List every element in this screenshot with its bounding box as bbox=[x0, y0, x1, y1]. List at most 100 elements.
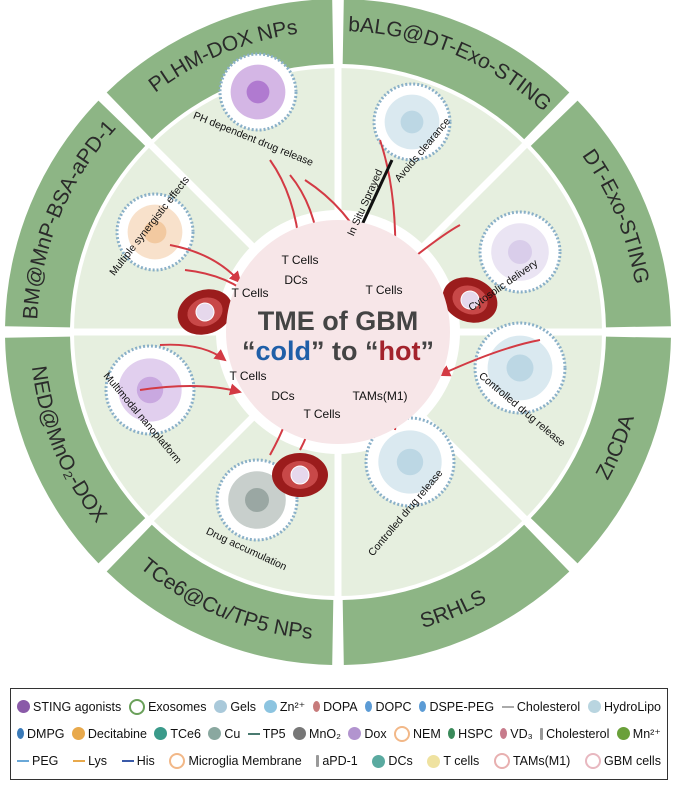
legend-item: HydroLipo bbox=[588, 700, 661, 714]
dc-icon bbox=[372, 754, 386, 768]
legend-row: PEG Lys His Microglia Membrane aPD-1 DCs T cel… bbox=[17, 753, 661, 770]
srhls-gel-illustration bbox=[364, 416, 456, 508]
plhm-dox-nanoparticle-illustration bbox=[218, 52, 298, 132]
lys-icon bbox=[73, 760, 86, 763]
ring-segment bbox=[106, 524, 334, 665]
legend-label: Zn²⁺ bbox=[279, 700, 306, 715]
bm-mnp-nanoparticle-illustration bbox=[115, 192, 195, 272]
legend-label: Gels bbox=[230, 699, 257, 714]
legend-item: Zn²⁺ bbox=[263, 699, 306, 715]
legend-label: Cu bbox=[224, 726, 241, 741]
t-cells-label: T Cells bbox=[229, 369, 266, 383]
legend-item: aPD-1 bbox=[316, 754, 358, 769]
manganese-icon bbox=[616, 727, 630, 741]
legend-item: GBM cells bbox=[585, 753, 661, 770]
gel-icon bbox=[214, 700, 228, 714]
legend-item: TCe6 bbox=[154, 727, 201, 741]
tumor-microenvironment-disk bbox=[226, 220, 450, 444]
legend-label: NEM bbox=[413, 726, 441, 741]
t-cells-label: T Cells bbox=[365, 283, 402, 297]
legend-label: Mn²⁺ bbox=[632, 727, 661, 742]
tp5-icon bbox=[247, 732, 260, 735]
legend-label: TAMs(M1) bbox=[512, 754, 571, 769]
legend-label: Microglia Membrane bbox=[188, 754, 302, 769]
ring-segment bbox=[530, 336, 671, 564]
ring-segment bbox=[530, 100, 671, 328]
tce6-icon bbox=[154, 727, 168, 741]
legend-label: Dox bbox=[364, 726, 387, 741]
legend-item: STING agonists bbox=[17, 700, 121, 714]
exosome-sting-illustration bbox=[478, 210, 562, 294]
legend-label: Exosomes bbox=[148, 699, 207, 714]
zinc-icon bbox=[263, 700, 277, 714]
outer-ring bbox=[5, 0, 671, 665]
diagram-wheel: TME of GBM “cold” to “hot” T Cells T Cell… bbox=[5, 0, 671, 665]
spoke-divider bbox=[148, 414, 256, 522]
ned-nanoplatform-illustration bbox=[104, 344, 196, 436]
hot-word: hot bbox=[379, 336, 421, 366]
legend-item: Cholesterol bbox=[540, 727, 609, 741]
dspe-peg-icon bbox=[419, 701, 427, 713]
legend-label: Lys bbox=[88, 754, 108, 769]
legend-item: Cholesterol bbox=[501, 700, 580, 714]
t-cell-icon bbox=[427, 754, 441, 768]
spoke-divider bbox=[148, 142, 256, 250]
dcs-label: DCs bbox=[284, 273, 307, 287]
center-tme: TME of GBM “cold” to “hot” bbox=[226, 220, 450, 444]
mno2-icon bbox=[293, 727, 307, 741]
sting-agonist-icon bbox=[17, 700, 30, 714]
tams-m1-label: TAMs(M1) bbox=[352, 389, 407, 403]
legend-item: Gels bbox=[214, 700, 256, 714]
red-arrow bbox=[159, 343, 227, 362]
legend-label: DCs bbox=[388, 754, 413, 769]
blood-vessel bbox=[442, 277, 498, 323]
dopa-icon bbox=[313, 701, 321, 713]
legend-item: TP5 bbox=[247, 726, 286, 741]
red-arrow bbox=[139, 383, 242, 396]
legend-item: DOPA bbox=[313, 700, 358, 714]
legend-label: DOPC bbox=[375, 699, 412, 714]
nem-icon bbox=[394, 725, 410, 742]
t-cells-label: T Cells bbox=[303, 407, 340, 421]
legend-item: Mn²⁺ bbox=[616, 726, 661, 742]
legend-item: DOPC bbox=[365, 699, 412, 714]
ring-segment bbox=[342, 524, 570, 665]
legend-label: aPD-1 bbox=[322, 754, 358, 769]
decitabine-icon bbox=[71, 727, 85, 741]
dmpg-icon bbox=[17, 728, 24, 740]
vd3-icon bbox=[500, 728, 508, 740]
ring-segment bbox=[106, 0, 334, 140]
legend-label: His bbox=[136, 754, 155, 769]
zncda-hydrolipo-illustration bbox=[473, 321, 567, 415]
legend-label: Decitabine bbox=[87, 726, 147, 741]
hydrolipo-icon bbox=[588, 700, 601, 714]
t-cells-label: T Cells bbox=[231, 286, 268, 300]
legend-label: HSPC bbox=[458, 726, 493, 741]
legend-item: Decitabine bbox=[71, 726, 147, 741]
legend-item: Microglia Membrane bbox=[169, 753, 302, 770]
legend-item: DMPG bbox=[17, 727, 65, 741]
legend-item: NEM bbox=[394, 725, 441, 742]
legend-label: TP5 bbox=[262, 726, 286, 741]
legend-label: MnO₂ bbox=[309, 726, 341, 741]
red-arrow bbox=[438, 339, 541, 377]
red-arrow bbox=[169, 244, 242, 284]
legend-label: DMPG bbox=[27, 726, 65, 741]
legend-item: Lys bbox=[73, 754, 107, 768]
copper-icon bbox=[208, 727, 222, 741]
spoke-divider bbox=[420, 142, 528, 250]
legend-label: VD₃ bbox=[510, 726, 533, 741]
cholesterol-bar-icon bbox=[540, 727, 544, 740]
legend-row: DMPG Decitabine TCe6 Cu TP5 MnO₂ Dox NEM HSPC VD₃… bbox=[17, 725, 661, 742]
dox-icon bbox=[348, 727, 362, 741]
legend-label: T cells bbox=[443, 754, 480, 769]
legend-item: DCs bbox=[372, 754, 413, 769]
legend-label: PEG bbox=[32, 754, 59, 769]
legend-item: Exosomes bbox=[129, 698, 207, 715]
legend-label: HydroLipo bbox=[604, 699, 661, 714]
legend-item: VD₃ bbox=[500, 726, 533, 741]
dcs-label: DCs bbox=[271, 389, 294, 403]
bALG-gel-sphere-illustration bbox=[372, 82, 452, 162]
